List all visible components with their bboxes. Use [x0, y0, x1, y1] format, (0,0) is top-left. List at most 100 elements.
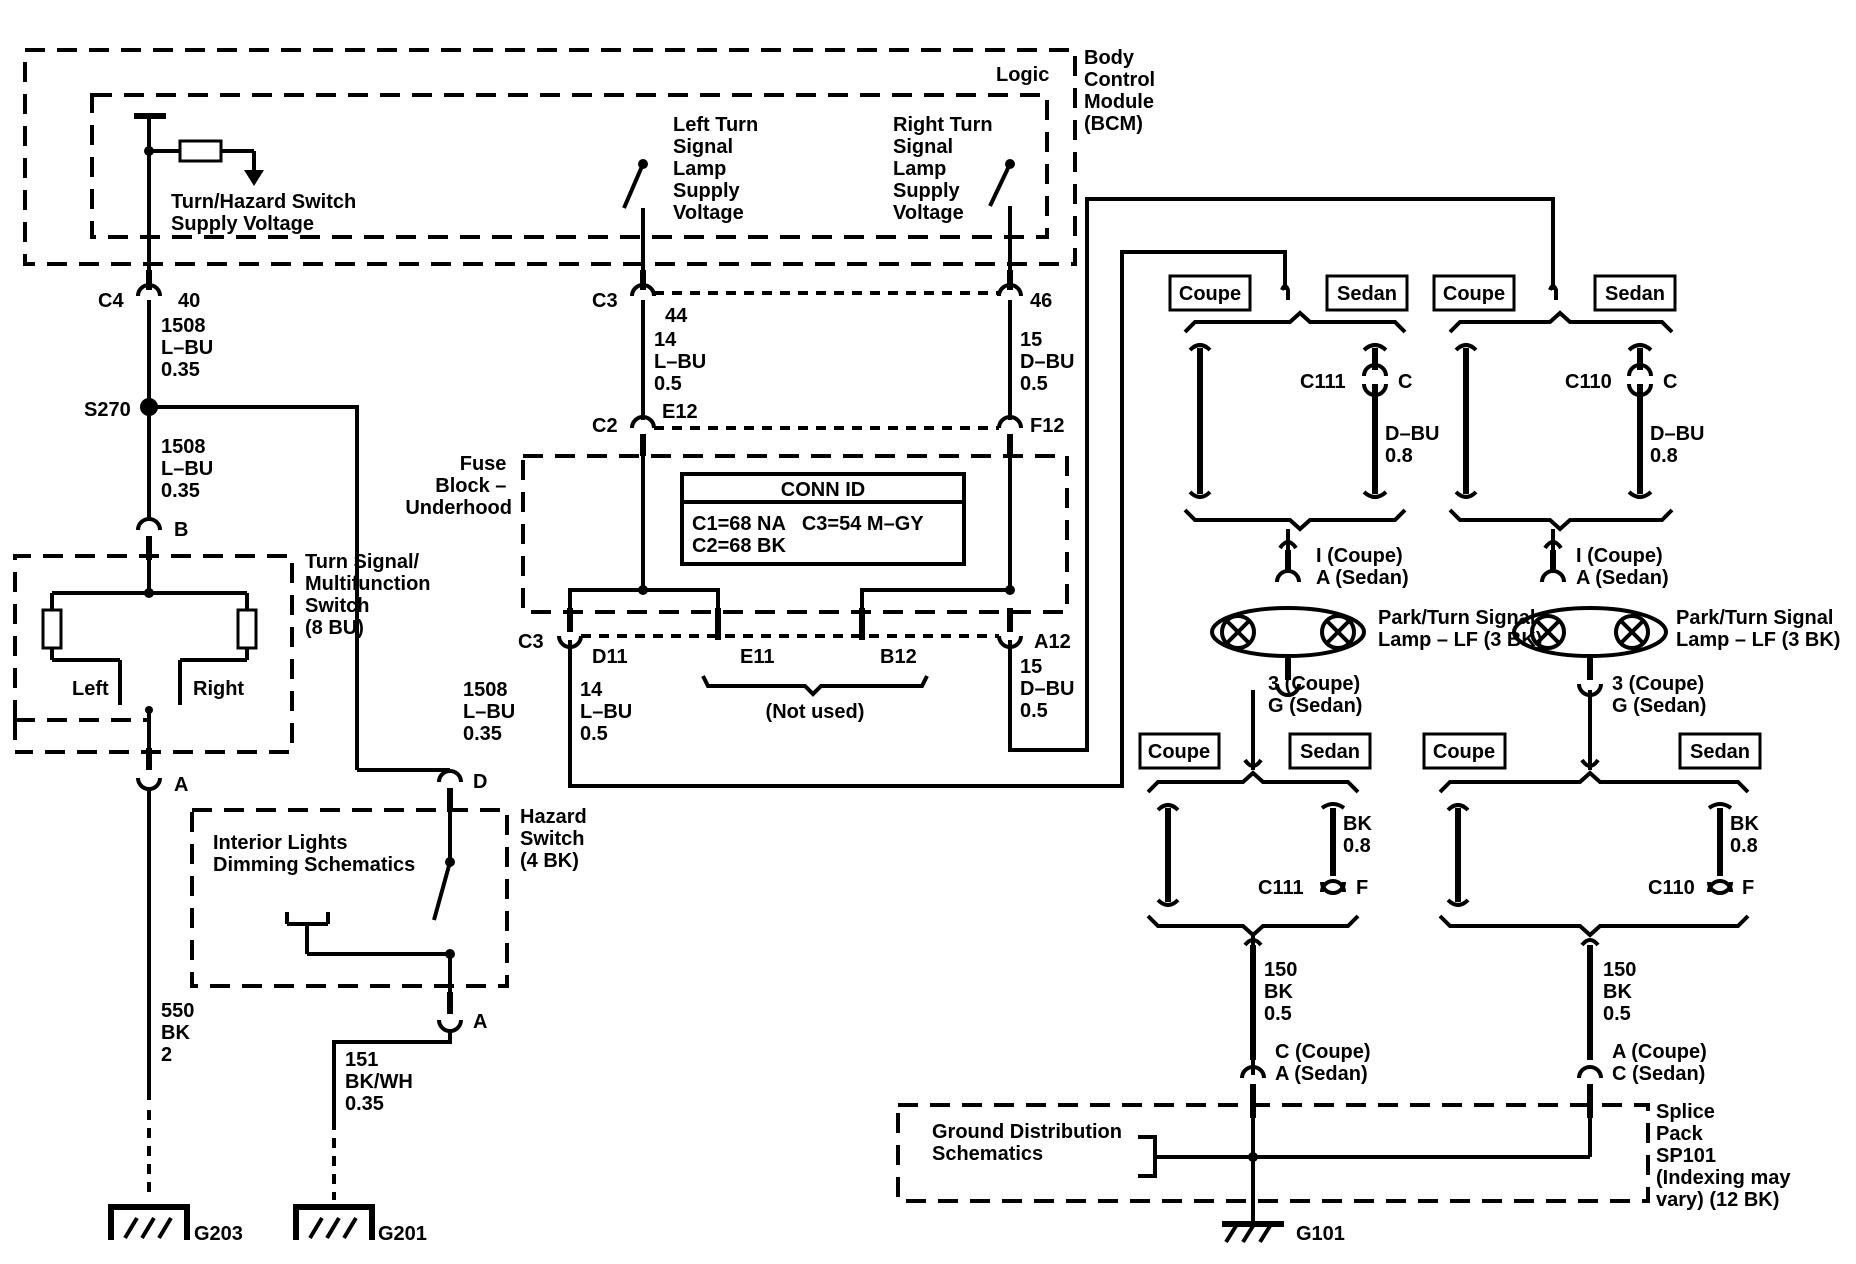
ground-dist-label: Ground Distribution Schematics — [932, 1121, 1128, 1165]
wire-151 — [332, 1030, 452, 1130]
left-turn-supply-switch — [622, 159, 648, 287]
connector-c2 — [630, 415, 1023, 456]
lamp-top-pin-left: I (Coupe) A (Sedan) — [1316, 545, 1409, 589]
splice-s270-label: S270 — [84, 399, 131, 421]
connector-pin-a-ts — [136, 748, 162, 791]
right-turn-supply-label: Right Turn Signal Lamp Supply Voltage — [893, 114, 998, 224]
not-used-bracket — [701, 675, 929, 697]
connector-pin-b-label: B — [174, 519, 188, 541]
wire-dbu-08-left: D–BU 0.8 — [1385, 423, 1445, 467]
bcm-logic-label: Logic — [996, 64, 1049, 86]
connector-c110-top: C110 — [1565, 371, 1612, 393]
coupe-label-4: Coupe — [1433, 741, 1495, 763]
sedan-label-2: Sedan — [1605, 283, 1665, 305]
coupe-label-2: Coupe — [1443, 283, 1505, 305]
gnd-pin-right: A (Coupe) C (Sedan) — [1612, 1041, 1712, 1085]
wire-151-label: 151 BK/WH 0.35 — [345, 1049, 418, 1115]
park-turn-lamp-right-label: Park/Turn Signal Lamp – LF (3 BK) — [1676, 607, 1840, 651]
connector-c4-pin: 40 — [178, 290, 200, 312]
wire-150-right: 150 BK 0.5 — [1603, 959, 1642, 1025]
bcm-label: Body Control Module (BCM) — [1084, 47, 1161, 135]
connector-c2-pin-l: E12 — [662, 401, 698, 423]
wire-dbu-08-right: D–BU 0.8 — [1650, 423, 1710, 467]
fuse-block-label: Fuse Block – Underhood — [405, 453, 512, 519]
lamp-bot-pin-left: 3 (Coupe) G (Sedan) — [1268, 673, 1366, 717]
wire-14-top-label: 14 L–BU 0.5 — [654, 329, 712, 395]
lamp-bot-pin-right: 3 (Coupe) G (Sedan) — [1612, 673, 1710, 717]
turn-signal-switch-label: Turn Signal/ Multifunction Switch (8 BU) — [305, 551, 436, 639]
connector-c3-bot-label: C3 — [518, 631, 544, 653]
coupe-label-1: Coupe — [1179, 283, 1241, 305]
ground-g203 — [108, 1204, 190, 1240]
fuse-block-internal-wiring — [568, 456, 1015, 612]
conn-id-title: CONN ID — [781, 479, 865, 501]
switch-right-label: Right — [193, 678, 244, 700]
splice-pack-outline — [896, 1103, 1650, 1203]
connector-c2-pin-r: F12 — [1030, 415, 1064, 437]
wire-14-bottom-label: 14 L–BU 0.5 — [580, 679, 638, 745]
wire-15-bottom-label: 15 D–BU 0.5 — [1020, 656, 1080, 722]
sedan-label-4: Sedan — [1690, 741, 1750, 763]
connector-c2-label: C2 — [592, 415, 618, 437]
connector-c110-bot-pin: F — [1742, 877, 1754, 899]
splice-pack-wiring — [1138, 1118, 1592, 1205]
conn-id-table — [680, 472, 966, 566]
connector-c3-top-label: C3 — [592, 290, 618, 312]
connector-c3-bot-a12: A12 — [1034, 631, 1071, 653]
wire-1508-a-label: 1508 L–BU 0.35 — [161, 315, 219, 381]
fuse-block-outline — [521, 454, 1069, 614]
connector-c111-top: C111 — [1300, 371, 1346, 393]
wire-1508-c-label: 1508 L–BU 0.35 — [463, 679, 521, 745]
wire-15-top-label: 15 D–BU 0.5 — [1020, 329, 1080, 395]
ground-g203-label: G203 — [194, 1223, 243, 1245]
conn-id-line1: C1=68 NA C3=54 M–GY — [692, 513, 924, 535]
right-turn-supply-switch — [988, 159, 1015, 287]
connector-c110-top-pin: C — [1663, 371, 1677, 393]
turn-hazard-supply — [134, 113, 264, 270]
connector-pin-d — [357, 768, 463, 812]
connector-c3-top-pin-r: 46 — [1030, 290, 1052, 312]
wire-14-bottom — [568, 250, 1287, 788]
hazard-switch-label: Hazard Switch (4 BK) — [520, 806, 592, 872]
ground-g101-label: G101 — [1296, 1223, 1345, 1245]
connector-c3-bot-b12: B12 — [880, 646, 917, 668]
connector-pin-d-label: D — [473, 771, 487, 793]
park-turn-lamp-left-label: Park/Turn Signal Lamp – LF (3 BK) — [1378, 607, 1542, 651]
connector-pin-a-ts-label: A — [174, 774, 188, 796]
wire-bk-08-left: BK 0.8 — [1343, 813, 1377, 857]
connector-c111-bot-pin: F — [1356, 877, 1368, 899]
wire-bk-08-right: BK 0.8 — [1730, 813, 1764, 857]
connector-pin-a-hz-label: A — [473, 1011, 487, 1033]
left-turn-supply-label: Left Turn Signal Lamp Supply Voltage — [673, 114, 764, 224]
wire-15-bottom — [1008, 197, 1555, 752]
turn-hazard-supply-label: Turn/Hazard Switch Supply Voltage — [171, 191, 362, 235]
wire-150-left: 150 BK 0.5 — [1264, 959, 1303, 1025]
sedan-label-3: Sedan — [1300, 741, 1360, 763]
connector-c3-top — [630, 270, 1023, 297]
lamp-group-left — [1138, 274, 1409, 1118]
lamp-group-right — [1422, 274, 1762, 1118]
splice-pack-label: Splice Pack SP101 (Indexing may vary) (1… — [1656, 1101, 1796, 1211]
connector-pin-a-hz — [437, 992, 463, 1033]
bcm-outline — [23, 48, 1077, 266]
conn-id-line2: C2=68 BK — [692, 535, 786, 557]
connector-c3-top-pin: 44 — [665, 305, 688, 327]
hazard-switch — [190, 808, 509, 1000]
connector-c4-label: C4 — [98, 290, 124, 312]
wire-550-label: 550 BK 2 — [161, 1000, 200, 1066]
interior-lights-label: Interior Lights Dimming Schematics — [213, 832, 415, 876]
sedan-label-1: Sedan — [1337, 283, 1397, 305]
connector-c3-bot-d11: D11 — [592, 646, 628, 668]
switch-left-label: Left — [72, 678, 109, 700]
connector-pin-b — [136, 517, 162, 560]
ground-g201 — [293, 1204, 375, 1240]
connector-c4 — [136, 270, 162, 297]
wire-1508-c — [149, 405, 359, 770]
connector-c111-bot: C111 — [1258, 877, 1304, 899]
bcm-logic-outline — [90, 93, 1049, 239]
gnd-pin-left: C (Coupe) A (Sedan) — [1275, 1041, 1376, 1085]
coupe-label-3: Coupe — [1148, 741, 1210, 763]
lamp-top-pin-right: I (Coupe) A (Sedan) — [1576, 545, 1669, 589]
turn-signal-switch — [13, 554, 294, 760]
